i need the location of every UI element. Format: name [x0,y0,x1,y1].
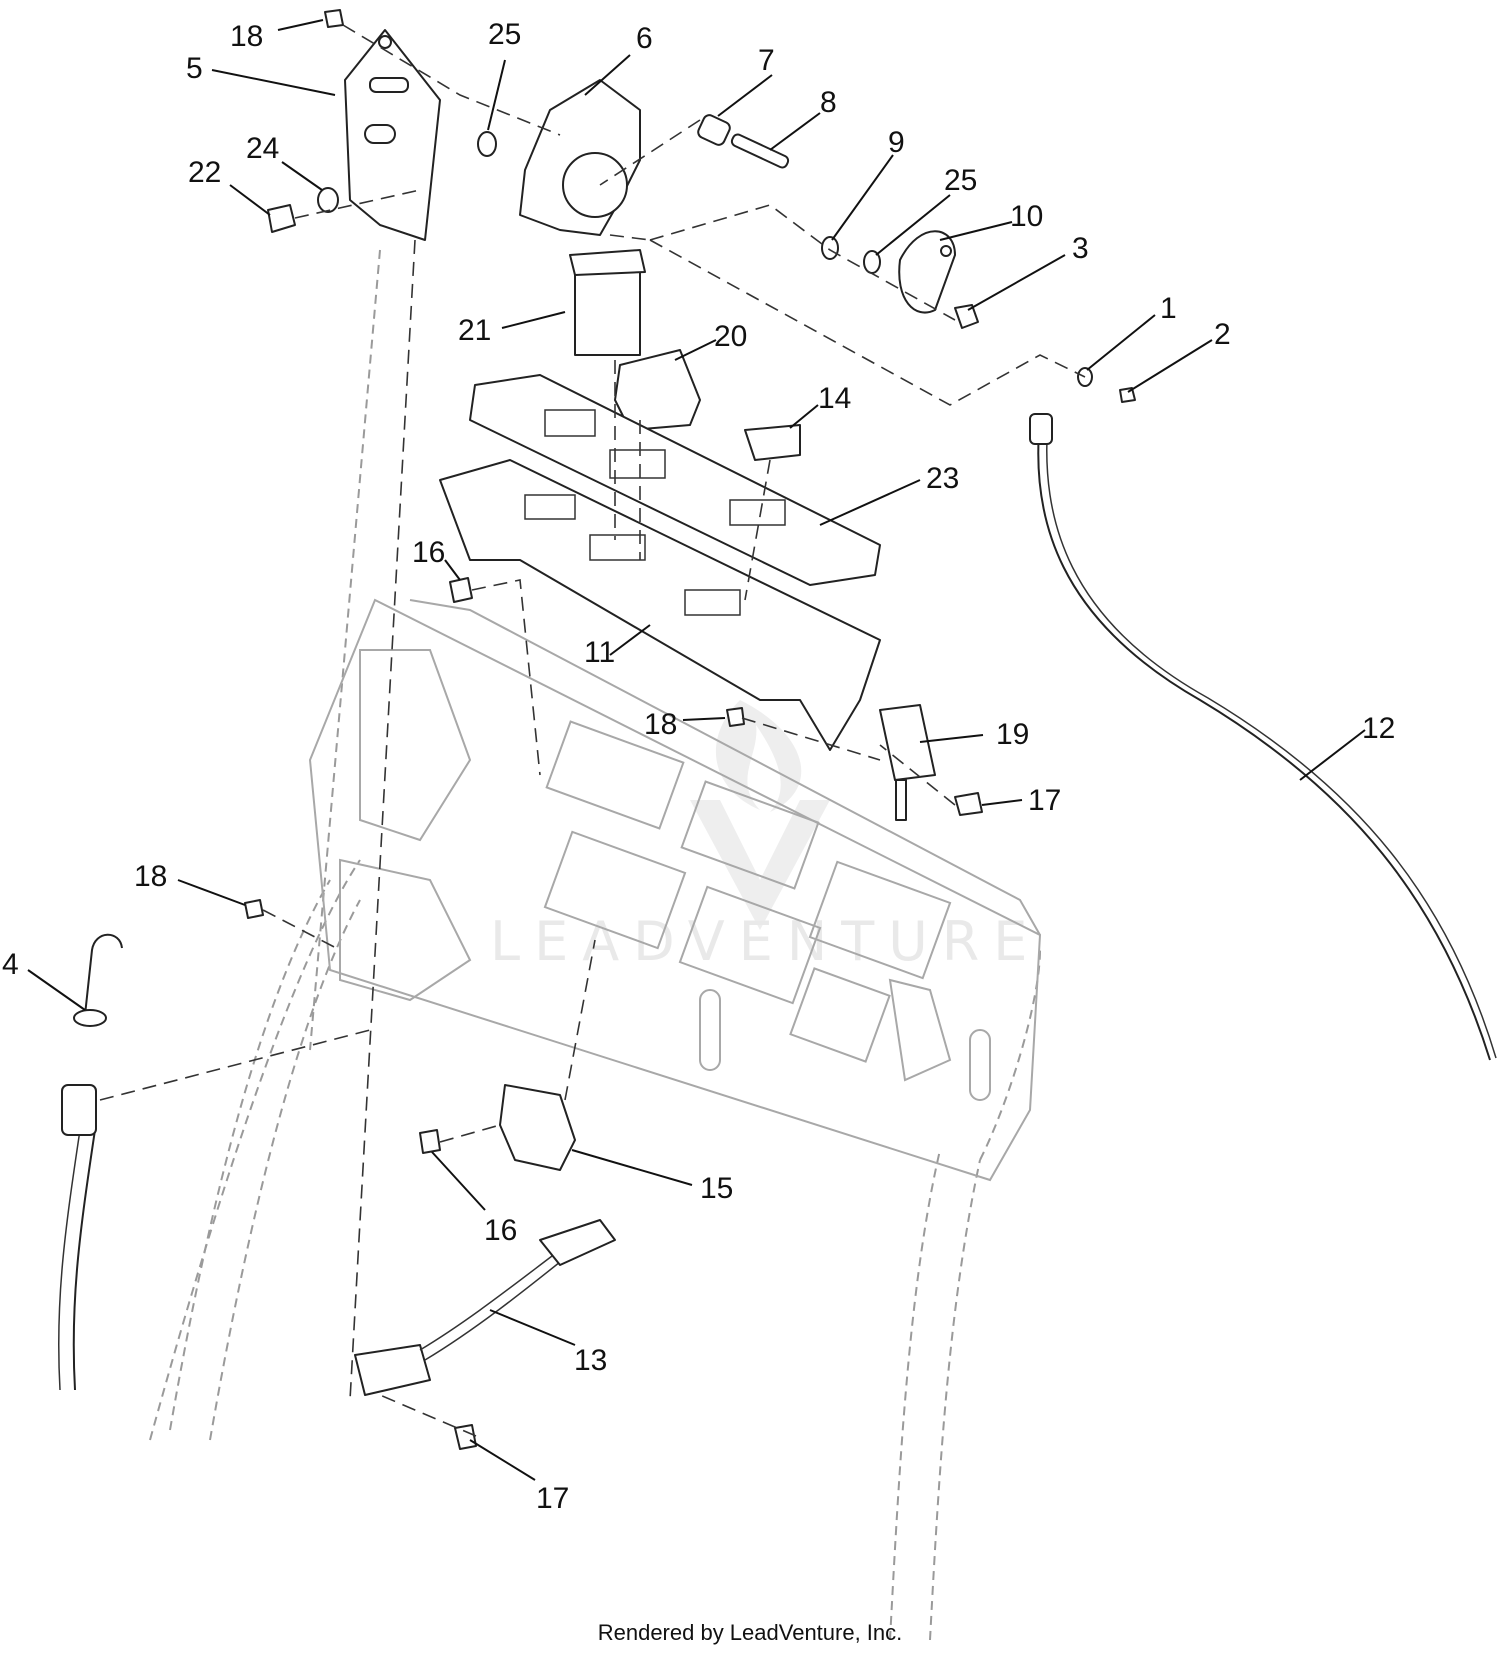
panel-11-cutout [589,534,646,561]
callout-5: 5 [186,52,203,85]
callout-21: 21 [458,314,491,347]
callout-9: 9 [888,126,905,159]
plate-10-hole [940,245,952,257]
harness-13-wire [419,1249,561,1351]
cable-4-hook [84,933,123,1016]
nut-18b [726,707,745,727]
panel-11-cutout [729,499,786,526]
watermark-text: LEADVENTURE [490,910,1041,973]
bracket-5-pin [369,77,409,93]
leader-lines [27,19,1366,1481]
callout-3: 3 [1072,232,1089,265]
main-panel-phantom [308,598,1042,1182]
callout-11: 11 [584,636,615,669]
callout-15: 15 [700,1172,733,1205]
callout-23: 23 [926,462,959,495]
clip-2 [1119,387,1136,403]
assembly-lines [99,24,1086,1437]
washer-25a [477,131,497,157]
knob-6-hub [562,152,628,218]
frame-phantom [149,249,1041,1641]
cable-12-end [1029,413,1053,445]
callout-25-top: 25 [488,18,521,51]
plate-10 [898,230,956,314]
bolt-16a [449,577,473,603]
callout-12: 12 [1362,712,1395,745]
callout-14: 14 [818,382,851,415]
decal-23 [469,374,881,586]
callout-6: 6 [636,22,653,55]
panel-11 [439,459,881,751]
cable-4 [72,1129,96,1391]
callout-16-upper: 16 [412,536,445,569]
nut-18a [324,9,344,28]
callout-17-lower: 17 [536,1482,569,1515]
cable-4-grommet [73,1009,107,1027]
bolt-17b [454,1424,477,1450]
washer-9 [821,236,839,260]
decal-23-window [609,449,666,479]
cable-12-edge [1046,419,1497,1059]
callout-24: 24 [246,132,279,165]
washer-24 [317,187,339,213]
cable-12 [1037,419,1491,1061]
bolt-17a [954,792,983,816]
bracket-5-hole [378,35,392,49]
sensor-19 [879,704,936,781]
switch-20 [614,349,701,431]
render-credit: Rendered by LeadVenture, Inc. [597,1620,903,1645]
callout-8: 8 [820,86,837,119]
cable-4-edge [57,1129,81,1391]
callout-7: 7 [758,44,775,77]
spacer-7 [697,114,731,146]
callout-2: 2 [1214,318,1231,351]
callout-20: 20 [714,320,747,353]
callout-13: 13 [574,1344,607,1377]
callout-17-upper: 17 [1028,784,1061,817]
harness-13-wire [424,1257,566,1361]
bolt-16b [419,1129,441,1154]
switch-21 [574,269,641,356]
callout-18-middle: 18 [644,708,677,741]
decal-23-window [544,409,596,437]
callout-labels: 18 5 25 6 7 8 22 24 9 25 10 3 21 20 1 2 … [2,18,1395,1515]
callout-16-lower: 16 [484,1214,517,1247]
bolt-8 [730,133,790,169]
callout-1: 1 [1160,292,1177,325]
callout-4: 4 [2,948,19,981]
nut-3 [954,304,979,329]
callout-25-right: 25 [944,164,977,197]
panel-11-cutout [524,494,576,520]
screw-22 [267,204,296,233]
plug-14 [744,424,801,461]
watermark-flame-icon [715,700,802,812]
watermark-v-icon [690,800,830,930]
watermark: LEADVENTURE [490,700,1041,973]
harness-13-plug [539,1219,616,1266]
callout-18-left: 18 [134,860,167,893]
bracket-5-slot [364,124,396,144]
harness-13-block [354,1344,431,1396]
callout-10: 10 [1010,200,1043,233]
callout-22: 22 [188,156,221,189]
connector-15 [499,1084,576,1171]
panel-11-cutout [684,589,741,616]
nut-18c [244,899,264,919]
callout-19: 19 [996,718,1029,751]
switch-21-cap [569,249,646,276]
cable-4-fitting [61,1084,97,1136]
sensor-19-lead [895,779,907,821]
callout-18-top: 18 [230,20,263,53]
